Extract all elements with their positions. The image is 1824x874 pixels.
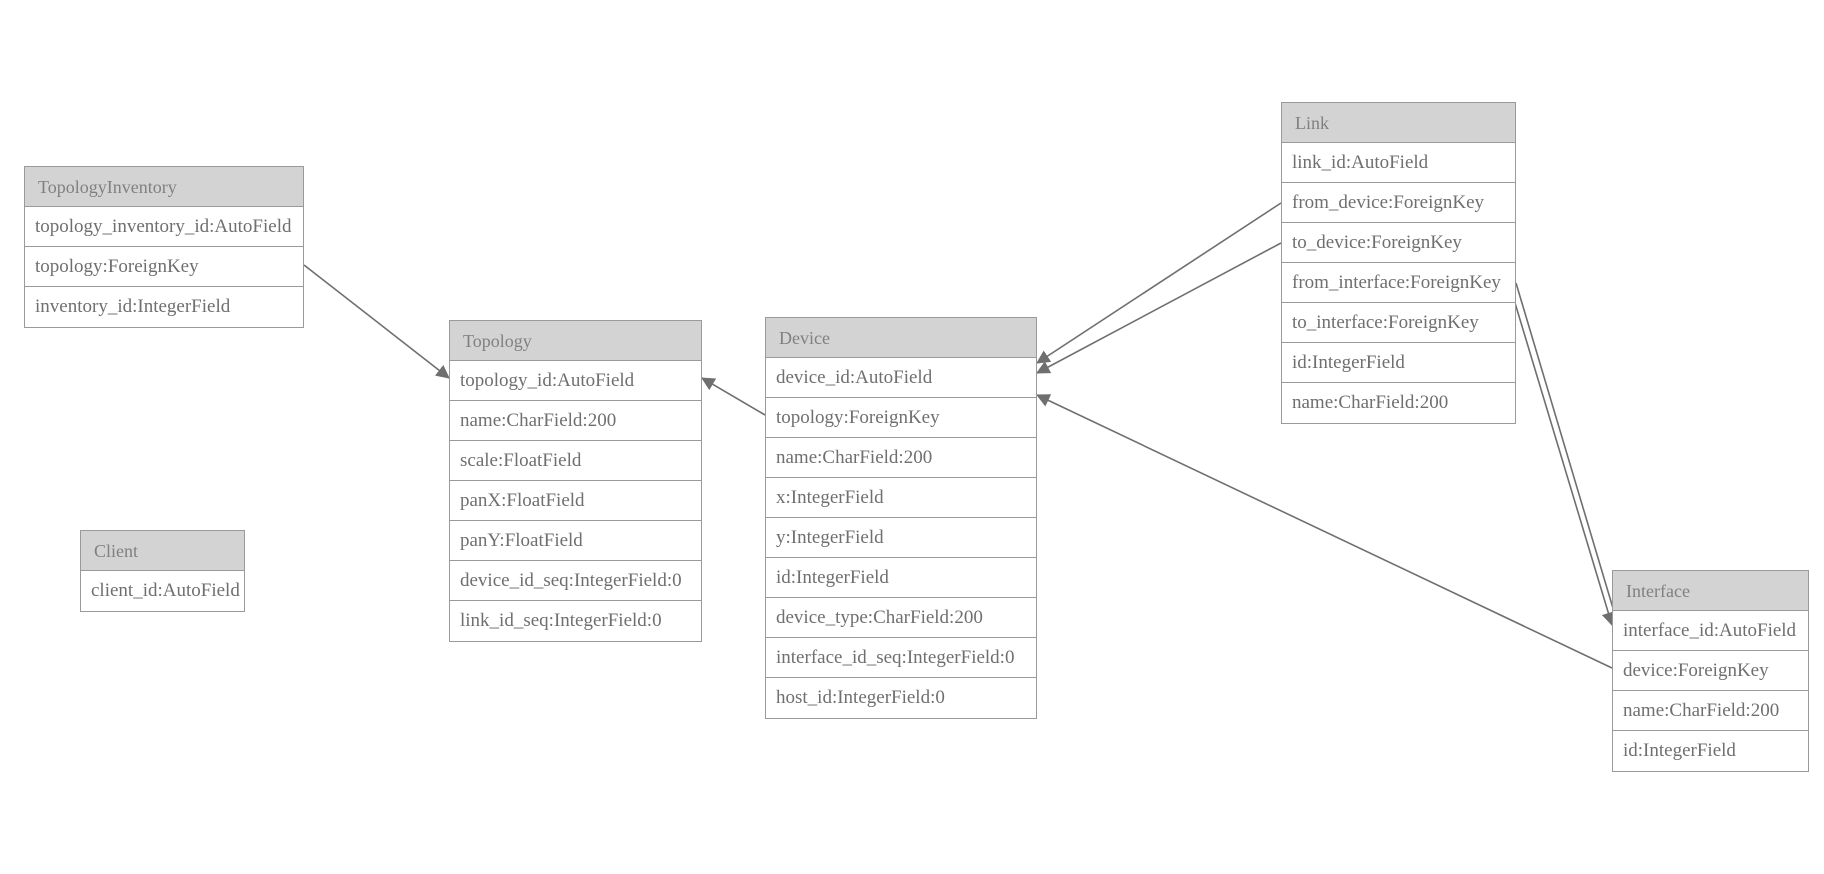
entity-title: Topology <box>450 321 701 361</box>
entity-field-row[interactable]: client_id:AutoField <box>81 571 244 611</box>
entity-field-row[interactable]: name:CharField:200 <box>1613 691 1808 731</box>
entity-field-row[interactable]: id:IntegerField <box>1613 731 1808 771</box>
entity-field-row[interactable]: device_id_seq:IntegerField:0 <box>450 561 701 601</box>
entity-field-row[interactable]: topology:ForeignKey <box>766 398 1036 438</box>
entity-field-row[interactable]: device_id:AutoField <box>766 358 1036 398</box>
entity-field-row[interactable]: from_interface:ForeignKey <box>1282 263 1515 303</box>
entity-field-row[interactable]: name:CharField:200 <box>450 401 701 441</box>
entity-field-row[interactable]: topology_inventory_id:AutoField <box>25 207 303 247</box>
entity-field-row[interactable]: scale:FloatField <box>450 441 701 481</box>
relationship-edge <box>701 377 766 416</box>
entity-title: TopologyInventory <box>25 167 303 207</box>
entity-interface[interactable]: Interface interface_id:AutoField device:… <box>1612 570 1809 772</box>
entity-field-row[interactable]: panY:FloatField <box>450 521 701 561</box>
entity-field-row[interactable]: interface_id:AutoField <box>1613 611 1808 651</box>
entity-field-row[interactable]: device:ForeignKey <box>1613 651 1808 691</box>
entity-client[interactable]: Client client_id:AutoField <box>80 530 245 612</box>
relationship-edge <box>1036 242 1282 374</box>
entity-title: Link <box>1282 103 1515 143</box>
entity-field-row[interactable]: from_device:ForeignKey <box>1282 183 1515 223</box>
entity-title: Device <box>766 318 1036 358</box>
entity-link[interactable]: Link link_id:AutoField from_device:Forei… <box>1281 102 1516 424</box>
relationship-edge <box>1508 282 1615 627</box>
entity-field-row[interactable]: interface_id_seq:IntegerField:0 <box>766 638 1036 678</box>
entity-topology[interactable]: Topology topology_id:AutoField name:Char… <box>449 320 702 642</box>
entity-device[interactable]: Device device_id:AutoField topology:Fore… <box>765 317 1037 719</box>
relationship-edge <box>303 264 450 379</box>
relationship-edge <box>1036 394 1613 669</box>
entity-field-row[interactable]: to_device:ForeignKey <box>1282 223 1515 263</box>
entity-field-row[interactable]: host_id:IntegerField:0 <box>766 678 1036 718</box>
entity-field-row[interactable]: device_type:CharField:200 <box>766 598 1036 638</box>
entity-field-row[interactable]: link_id:AutoField <box>1282 143 1515 183</box>
entity-field-row[interactable]: x:IntegerField <box>766 478 1036 518</box>
entity-field-row[interactable]: name:CharField:200 <box>1282 383 1515 423</box>
relationship-edge <box>1036 202 1282 364</box>
entity-field-row[interactable]: y:IntegerField <box>766 518 1036 558</box>
entity-field-row[interactable]: name:CharField:200 <box>766 438 1036 478</box>
entity-field-row[interactable]: id:IntegerField <box>766 558 1036 598</box>
entity-field-row[interactable]: link_id_seq:IntegerField:0 <box>450 601 701 641</box>
entity-field-row[interactable]: inventory_id:IntegerField <box>25 287 303 327</box>
entity-field-row[interactable]: topology:ForeignKey <box>25 247 303 287</box>
entity-field-row[interactable]: panX:FloatField <box>450 481 701 521</box>
entity-field-row[interactable]: topology_id:AutoField <box>450 361 701 401</box>
entity-topology-inventory[interactable]: TopologyInventory topology_inventory_id:… <box>24 166 304 328</box>
entity-field-row[interactable]: id:IntegerField <box>1282 343 1515 383</box>
entity-title: Interface <box>1613 571 1808 611</box>
entity-field-row[interactable]: to_interface:ForeignKey <box>1282 303 1515 343</box>
entity-title: Client <box>81 531 244 571</box>
relationship-edge <box>1515 282 1621 627</box>
